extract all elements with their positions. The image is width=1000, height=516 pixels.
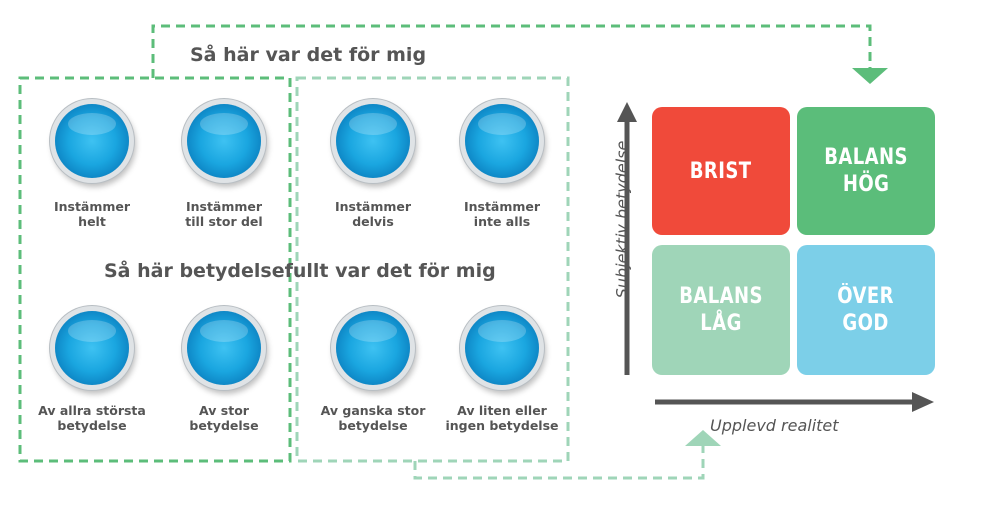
experience-heading: Så här var det för mig [187,44,430,66]
meaning-heading: Så här betydelsefullt var det för mig [104,260,496,282]
right-group-frame [295,76,570,463]
top-connector-arrowhead [852,68,888,84]
option-button-av-allra-storsta-betydelse[interactable] [55,311,129,385]
option-button-av-ganska-stor-betydelse[interactable] [336,311,410,385]
bottom-connector-arrowhead [685,430,721,446]
option-button-av-liten-eller-ingen-betydelse[interactable] [465,311,539,385]
option-button-instammer-till-stor-del[interactable] [187,104,261,178]
y-axis-label: Subjektiv betydelse [612,140,632,299]
y-axis-arrowhead [617,102,637,122]
option-button-instammer-helt[interactable] [55,104,129,178]
left-group-frame [18,76,292,463]
x-axis-arrowhead [912,392,934,412]
x-axis-label: Upplevd realitet [710,416,839,435]
quadrant-brist: BRIST [652,107,790,235]
top-connector-line [151,24,872,78]
option-button-instammer-inte-alls[interactable] [465,104,539,178]
quadrant-brist-label: BRIST [690,158,752,184]
bottom-connector-line [413,444,705,480]
option-button-av-stor-betydelse[interactable] [187,311,261,385]
option-button-instammer-delvis[interactable] [336,104,410,178]
